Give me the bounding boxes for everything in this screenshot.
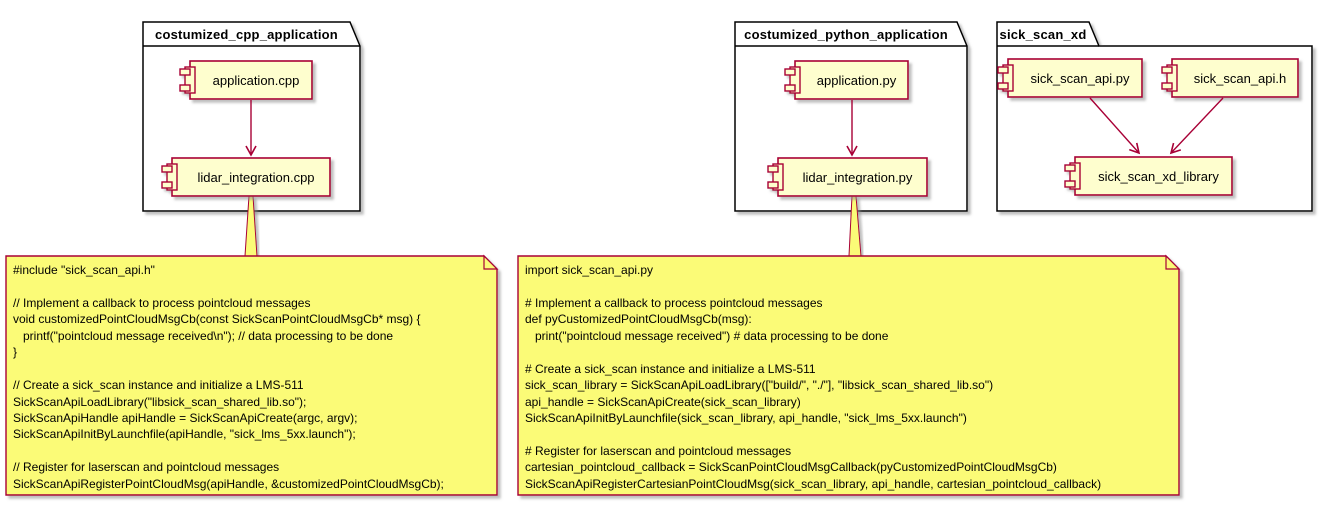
component-icon: [767, 163, 784, 191]
component-lidar-integration-py: [767, 157, 928, 197]
code-line: api_handle = SickScanApiCreate(sick_scan…: [525, 394, 801, 409]
component-label-application-py: application.py: [816, 72, 897, 88]
code-line: # Register for laserscan and pointcloud …: [525, 443, 792, 458]
note-python-code: import sick_scan_api.py # Implement a ca…: [525, 262, 1175, 492]
component-label-sick-scan-api-py: sick_scan_api.py: [1030, 70, 1130, 86]
code-line: // Implement a callback to process point…: [13, 295, 311, 310]
code-line: [13, 361, 491, 377]
code-line: printf("pointcloud message received\n");…: [13, 328, 394, 343]
component-label-lidar-integration-py: lidar_integration.py: [802, 169, 913, 185]
code-line: SickScanApiInitByLaunchfile(sick_scan_li…: [525, 410, 967, 425]
code-line: void customizedPointCloudMsgCb(const Sic…: [13, 312, 421, 327]
code-line: [525, 426, 1175, 442]
component-icon: [179, 66, 196, 94]
code-line: [525, 278, 1175, 294]
component-sick-scan-api-py: [997, 58, 1143, 98]
note-python-code-shape: [517, 254, 1181, 496]
code-line: def pyCustomizedPointCloudMsgCb(msg):: [525, 312, 752, 327]
component-sick-scan-api-h: [1161, 58, 1299, 98]
package-title-cpp-application: costumized_cpp_application: [155, 26, 338, 42]
component-application-cpp: [179, 60, 313, 100]
code-line: SickScanApiInitByLaunchfile(apiHandle, "…: [13, 427, 356, 442]
component-label-application-cpp: application.cpp: [212, 72, 300, 88]
code-line: [525, 344, 1175, 360]
component-application-py: [784, 60, 909, 100]
package-title-sick-scan-xd: sick_scan_xd: [999, 26, 1087, 42]
code-line: }: [13, 345, 18, 360]
code-line: [13, 278, 491, 294]
code-line: // Create a sick_scan instance and initi…: [13, 378, 304, 393]
component-icon: [997, 64, 1014, 92]
code-line: import sick_scan_api.py: [525, 263, 654, 277]
code-line: // Register for laserscan and pointcloud…: [13, 460, 280, 475]
code-line: #include "sick_scan_api.h": [13, 263, 155, 277]
package-title-python-application: costumized_python_application: [744, 26, 948, 42]
component-lidar-integration-cpp: [161, 157, 331, 197]
code-line: cartesian_pointcloud_callback = SickScan…: [525, 460, 1057, 475]
component-icon: [1161, 64, 1178, 92]
code-line: SickScanApiLoadLibrary("libsick_scan_sha…: [13, 394, 307, 409]
code-line: # Implement a callback to process pointc…: [525, 295, 823, 310]
component-icon: [161, 163, 178, 191]
component-label-sick-scan-xd-library: sick_scan_xd_library: [1098, 168, 1219, 184]
arrow-api-py-to-library: [1089, 97, 1141, 155]
component-label-lidar-integration-cpp: lidar_integration.cpp: [197, 169, 315, 185]
code-line: SickScanApiRegisterPointCloudMsg(apiHand…: [13, 476, 444, 491]
component-icon: [784, 66, 801, 94]
arrow-api-h-to-library: [1169, 97, 1224, 155]
component-label-sick-scan-api-h: sick_scan_api.h: [1193, 70, 1287, 86]
component-sick-scan-xd-library: [1064, 156, 1233, 196]
code-line: print("pointcloud message received") # d…: [525, 328, 889, 343]
note-cpp-code: #include "sick_scan_api.h" // Implement …: [13, 262, 491, 492]
code-line: SickScanApiHandle apiHandle = SickScanAp…: [13, 410, 358, 425]
code-line: # Create a sick_scan instance and initia…: [525, 361, 816, 376]
note-cpp-code-shape: [5, 254, 499, 496]
code-line: SickScanApiRegisterCartesianPointCloudMs…: [525, 476, 1102, 491]
component-icon: [1064, 162, 1081, 190]
code-line: [13, 443, 491, 459]
code-line: sick_scan_library = SickScanApiLoadLibra…: [525, 378, 994, 393]
